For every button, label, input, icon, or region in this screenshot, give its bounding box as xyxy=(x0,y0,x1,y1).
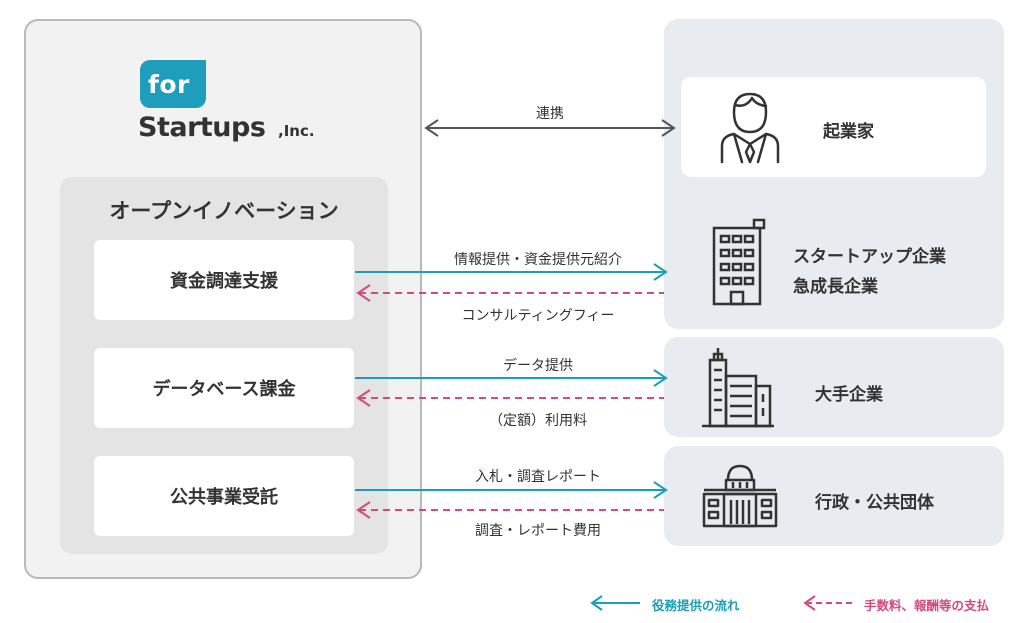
legend-payment-label: 手数料、報酬等の支払 xyxy=(864,598,990,613)
service-database: データベース課金 xyxy=(94,348,354,428)
logo-startups-text: Startups xyxy=(138,112,266,143)
fundraising-payment-arrow xyxy=(356,284,664,302)
legend-payment-arrow xyxy=(803,595,852,611)
public-payment-label: 調査・レポート費用 xyxy=(475,523,601,539)
fundraising-service-arrow xyxy=(355,263,668,281)
government-panel xyxy=(664,446,1004,546)
legend-service-arrow xyxy=(590,595,640,611)
open-innovation-title: オープンイノベーション xyxy=(109,199,339,223)
startup-label-line2: 急成長企業 xyxy=(793,277,878,297)
fundraising-service-label: 情報提供・資金提供元紹介 xyxy=(454,252,622,268)
public-payment-arrow xyxy=(356,501,664,519)
legend-service-label: 役務提供の流れ xyxy=(652,598,740,613)
public-service-label: 入札・調査レポート xyxy=(475,469,601,485)
founder-card xyxy=(681,77,986,177)
service-public: 公共事業受託 xyxy=(94,456,354,536)
founder-icon xyxy=(720,92,780,164)
large-company-label: 大手企業 xyxy=(815,385,883,405)
logo-inc-text: ,Inc. xyxy=(278,122,315,140)
founder-label: 起業家 xyxy=(823,122,874,142)
logo-tile xyxy=(140,60,206,108)
database-payment-label: （定額）利用料 xyxy=(489,413,587,429)
public-service-arrow xyxy=(355,481,668,499)
government-label: 行政・公共団体 xyxy=(815,493,934,513)
startup-label-line1: スタートアップ企業 xyxy=(793,247,946,267)
government-building-icon xyxy=(702,464,778,528)
database-service-label: データ提供 xyxy=(503,358,573,374)
cooperation-label: 連携 xyxy=(536,106,564,122)
fundraising-payment-label: コンサルティングフィー xyxy=(461,308,615,324)
service-fundraising: 資金調達支援 xyxy=(94,240,354,320)
database-payment-arrow xyxy=(356,389,664,407)
cooperation-arrow xyxy=(424,119,676,137)
database-service-arrow xyxy=(355,369,668,387)
skyscraper-icon xyxy=(702,348,774,428)
office-building-icon xyxy=(712,218,766,306)
logo-for-text: for xyxy=(148,70,190,99)
